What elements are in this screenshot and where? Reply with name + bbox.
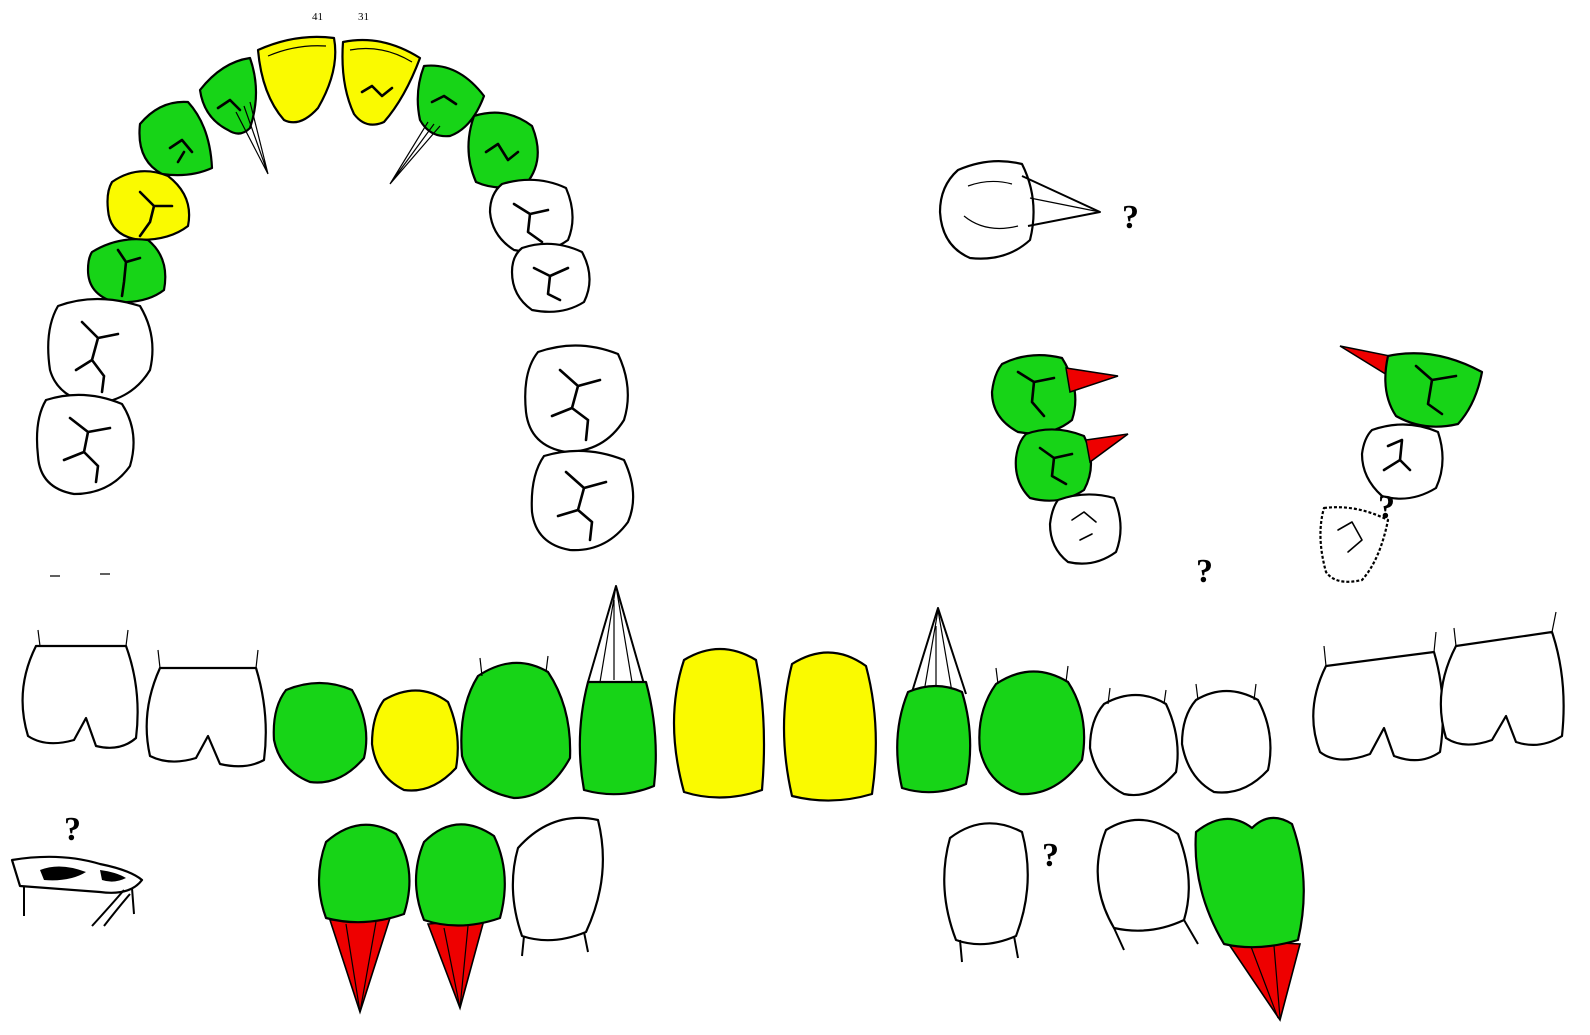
tooth-isolated-5 — [1385, 353, 1482, 426]
tooth-upper-molar-right-2 — [532, 451, 633, 550]
tooth-bottom-5 — [1098, 820, 1189, 931]
tooth-lower-premolar-left-1 — [274, 683, 367, 783]
root-outline-right — [912, 608, 966, 694]
tooth-upper-premolar-right-1 — [490, 180, 573, 252]
bottom-row: ? ? — [12, 811, 1304, 1020]
tooth-upper-molar-left-1 — [48, 299, 152, 404]
root-red-5 — [428, 920, 484, 1008]
tooth-upper-premolar-left-1 — [108, 171, 190, 240]
tooth-lower-incisor-center-1 — [674, 649, 764, 798]
upper-arch: 41 31 — [37, 11, 633, 550]
tooth-bottom-1 — [319, 825, 409, 922]
tooth-lower-premolar-right-1 — [1090, 695, 1178, 795]
root-red-4 — [330, 918, 390, 1012]
tooth-lower-molar-left-1 — [23, 646, 138, 748]
arch-label-left: 41 — [312, 11, 323, 23]
tooth-lower-canine-left — [461, 663, 570, 798]
tooth-lower-incisor-left-1 — [580, 682, 656, 794]
tooth-upper-premolar-left-2 — [88, 239, 165, 302]
question-mark-3: ? — [1378, 489, 1395, 526]
tooth-lower-incisor-right-1 — [897, 686, 970, 792]
question-mark-1: ? — [1122, 199, 1139, 236]
tooth-lower-canine-right — [979, 671, 1084, 794]
question-mark-2: ? — [1196, 553, 1213, 590]
tooth-upper-lateral-left — [200, 58, 256, 134]
question-mark-4: ? — [64, 811, 81, 848]
isolated-molar-group-left: ? — [992, 355, 1213, 590]
tooth-lower-molar-right-2 — [1441, 632, 1564, 745]
tooth-lower-premolar-right-2 — [1182, 691, 1270, 793]
tooth-upper-central-right — [342, 40, 420, 125]
tooth-upper-molar-right-1 — [525, 345, 628, 452]
isolated-molar-group-right: ? — [1320, 346, 1482, 582]
tooth-lower-incisor-center-2 — [784, 652, 876, 800]
tooth-bottom-3 — [513, 818, 603, 940]
tooth-lower-molar-left-2 — [147, 668, 266, 766]
tooth-isolated-4 — [1050, 494, 1121, 563]
root-red-2 — [1086, 434, 1128, 462]
tooth-lower-molar-right-1 — [1313, 652, 1443, 760]
tooth-bottom-4 — [944, 823, 1028, 944]
isolated-upper-tooth: ? — [940, 161, 1139, 259]
question-mark-5: ? — [1042, 837, 1059, 874]
tooth-bottom-2 — [416, 824, 505, 925]
root-outline-left — [588, 586, 644, 684]
tooth-upper-central-left — [258, 37, 335, 122]
tooth-bottom-6 — [1196, 818, 1304, 947]
tooth-isolated-1 — [940, 161, 1034, 259]
tooth-lower-premolar-left-2 — [372, 690, 458, 790]
root-red-1 — [1066, 368, 1118, 392]
tooth-upper-canine-left — [139, 102, 212, 175]
arch-label-right: 31 — [358, 11, 369, 23]
lower-row — [23, 574, 1564, 801]
